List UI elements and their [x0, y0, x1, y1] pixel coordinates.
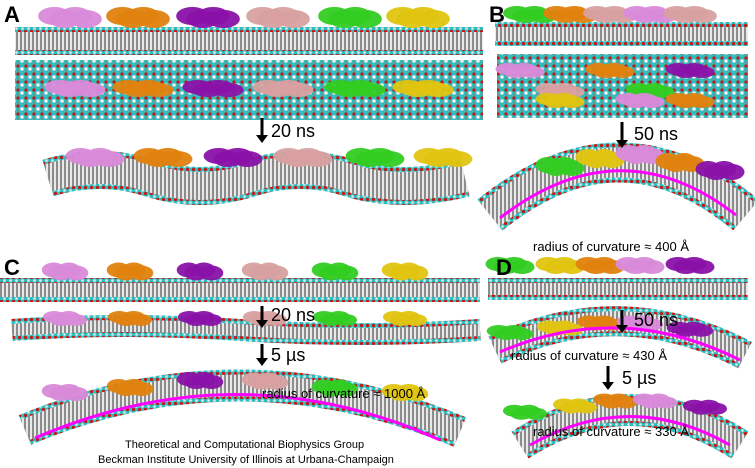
- protein-blob: [74, 83, 106, 97]
- protein-blob: [719, 164, 745, 180]
- time-arrows: [256, 118, 628, 390]
- protein-blob: [64, 314, 88, 326]
- time-label-d2: 5 µs: [622, 368, 656, 388]
- curved-membrane-core: [20, 374, 465, 443]
- protein-blob: [334, 314, 358, 326]
- time-label-a: 20 ns: [271, 121, 315, 141]
- down-arrow-head-icon: [256, 135, 268, 143]
- protein-blob: [559, 160, 585, 176]
- down-arrow-head-icon: [616, 140, 628, 148]
- membrane-core: [0, 283, 480, 297]
- protein-blob: [162, 151, 193, 167]
- panel-label-d: D: [496, 255, 512, 280]
- down-arrow-head-icon: [602, 382, 614, 390]
- membrane-slab: [497, 54, 748, 118]
- protein-blob: [404, 387, 429, 401]
- panel-label-b: B: [489, 2, 505, 27]
- protein-blob: [212, 83, 244, 97]
- protein-blob: [374, 151, 405, 167]
- protein-blob: [509, 328, 534, 340]
- protein-blob: [142, 83, 174, 97]
- time-label-c1: 20 ns: [271, 305, 315, 325]
- protein-blob: [64, 265, 89, 281]
- protein-blob: [509, 260, 535, 274]
- protein-blob: [199, 265, 224, 281]
- protein-blob: [207, 10, 240, 28]
- protein-blob: [574, 401, 598, 414]
- protein-blob: [129, 314, 153, 326]
- protein-blob: [559, 96, 585, 108]
- protein-blob: [689, 66, 715, 78]
- protein-blob: [639, 96, 665, 108]
- protein-blob: [404, 265, 429, 281]
- protein-blob: [232, 151, 263, 167]
- protein-blob: [689, 96, 715, 108]
- protein-blob: [639, 260, 665, 274]
- protein-blob: [282, 83, 314, 97]
- protein-blob: [519, 66, 545, 78]
- curved-membrane-core: [11, 320, 481, 340]
- protein-blob: [264, 375, 289, 390]
- protein-blob: [404, 314, 428, 326]
- down-arrow-head-icon: [256, 358, 268, 366]
- protein-blob: [199, 375, 224, 389]
- protein-blob: [354, 83, 386, 97]
- protein-blob: [69, 10, 102, 28]
- panel-label-a: A: [4, 2, 20, 27]
- curvature-label-d2: radius of curvature ≈ 330 Å: [533, 424, 689, 439]
- protein-blob: [64, 387, 89, 401]
- protein-blob: [129, 265, 154, 281]
- protein-blob: [199, 314, 223, 326]
- down-arrow-head-icon: [256, 320, 268, 328]
- curvature-label-b: radius of curvature ≈ 400 Å: [533, 239, 689, 254]
- protein-blob: [334, 382, 359, 397]
- protein-blob: [524, 407, 548, 420]
- protein-blob: [264, 265, 289, 281]
- protein-blob: [639, 318, 664, 331]
- protein-blob: [649, 86, 675, 98]
- time-label-c2: 5 µs: [271, 345, 305, 365]
- membranes: [0, 22, 755, 459]
- protein-blob: [94, 151, 125, 167]
- protein-blob: [442, 151, 473, 167]
- curvature-label-c: radius of curvature ≈ 1000 Å: [262, 386, 426, 401]
- protein-blob: [129, 382, 154, 396]
- curvature-line: [499, 169, 737, 220]
- panel-label-c: C: [4, 255, 20, 280]
- protein-blob: [422, 83, 454, 97]
- protein-blob: [614, 396, 638, 409]
- protein-blob: [264, 314, 288, 326]
- protein-blob: [137, 10, 170, 28]
- protein-blob: [417, 10, 450, 28]
- down-arrow-head-icon: [616, 325, 628, 333]
- curved-membrane-core: [514, 399, 746, 455]
- protein-blob: [689, 9, 717, 23]
- curvature-line: [34, 393, 441, 442]
- protein-blob: [334, 265, 359, 281]
- membrane-core: [15, 32, 483, 50]
- protein-blob: [609, 66, 635, 78]
- protein-blob: [689, 324, 714, 337]
- proteins: [38, 6, 745, 420]
- protein-blob: [349, 10, 382, 28]
- time-label-b: 50 ns: [634, 124, 678, 144]
- credit-line-1: Theoretical and Computational Biophysics…: [125, 439, 364, 451]
- protein-blob: [704, 402, 728, 415]
- credit-line-2: Beckman Institute University of Illinois…: [98, 454, 394, 466]
- curvature-label-d1: radius of curvature ≈ 430 Å: [511, 348, 667, 363]
- curvature-line: [529, 415, 731, 447]
- protein-blob: [302, 151, 333, 167]
- protein-blob: [654, 396, 678, 409]
- time-label-d1: 50 ns: [634, 310, 678, 330]
- protein-blob: [277, 10, 310, 28]
- membrane-core: [488, 283, 748, 295]
- membrane-core: [495, 27, 748, 41]
- curved-membrane-core: [43, 156, 469, 200]
- protein-blob: [689, 260, 715, 274]
